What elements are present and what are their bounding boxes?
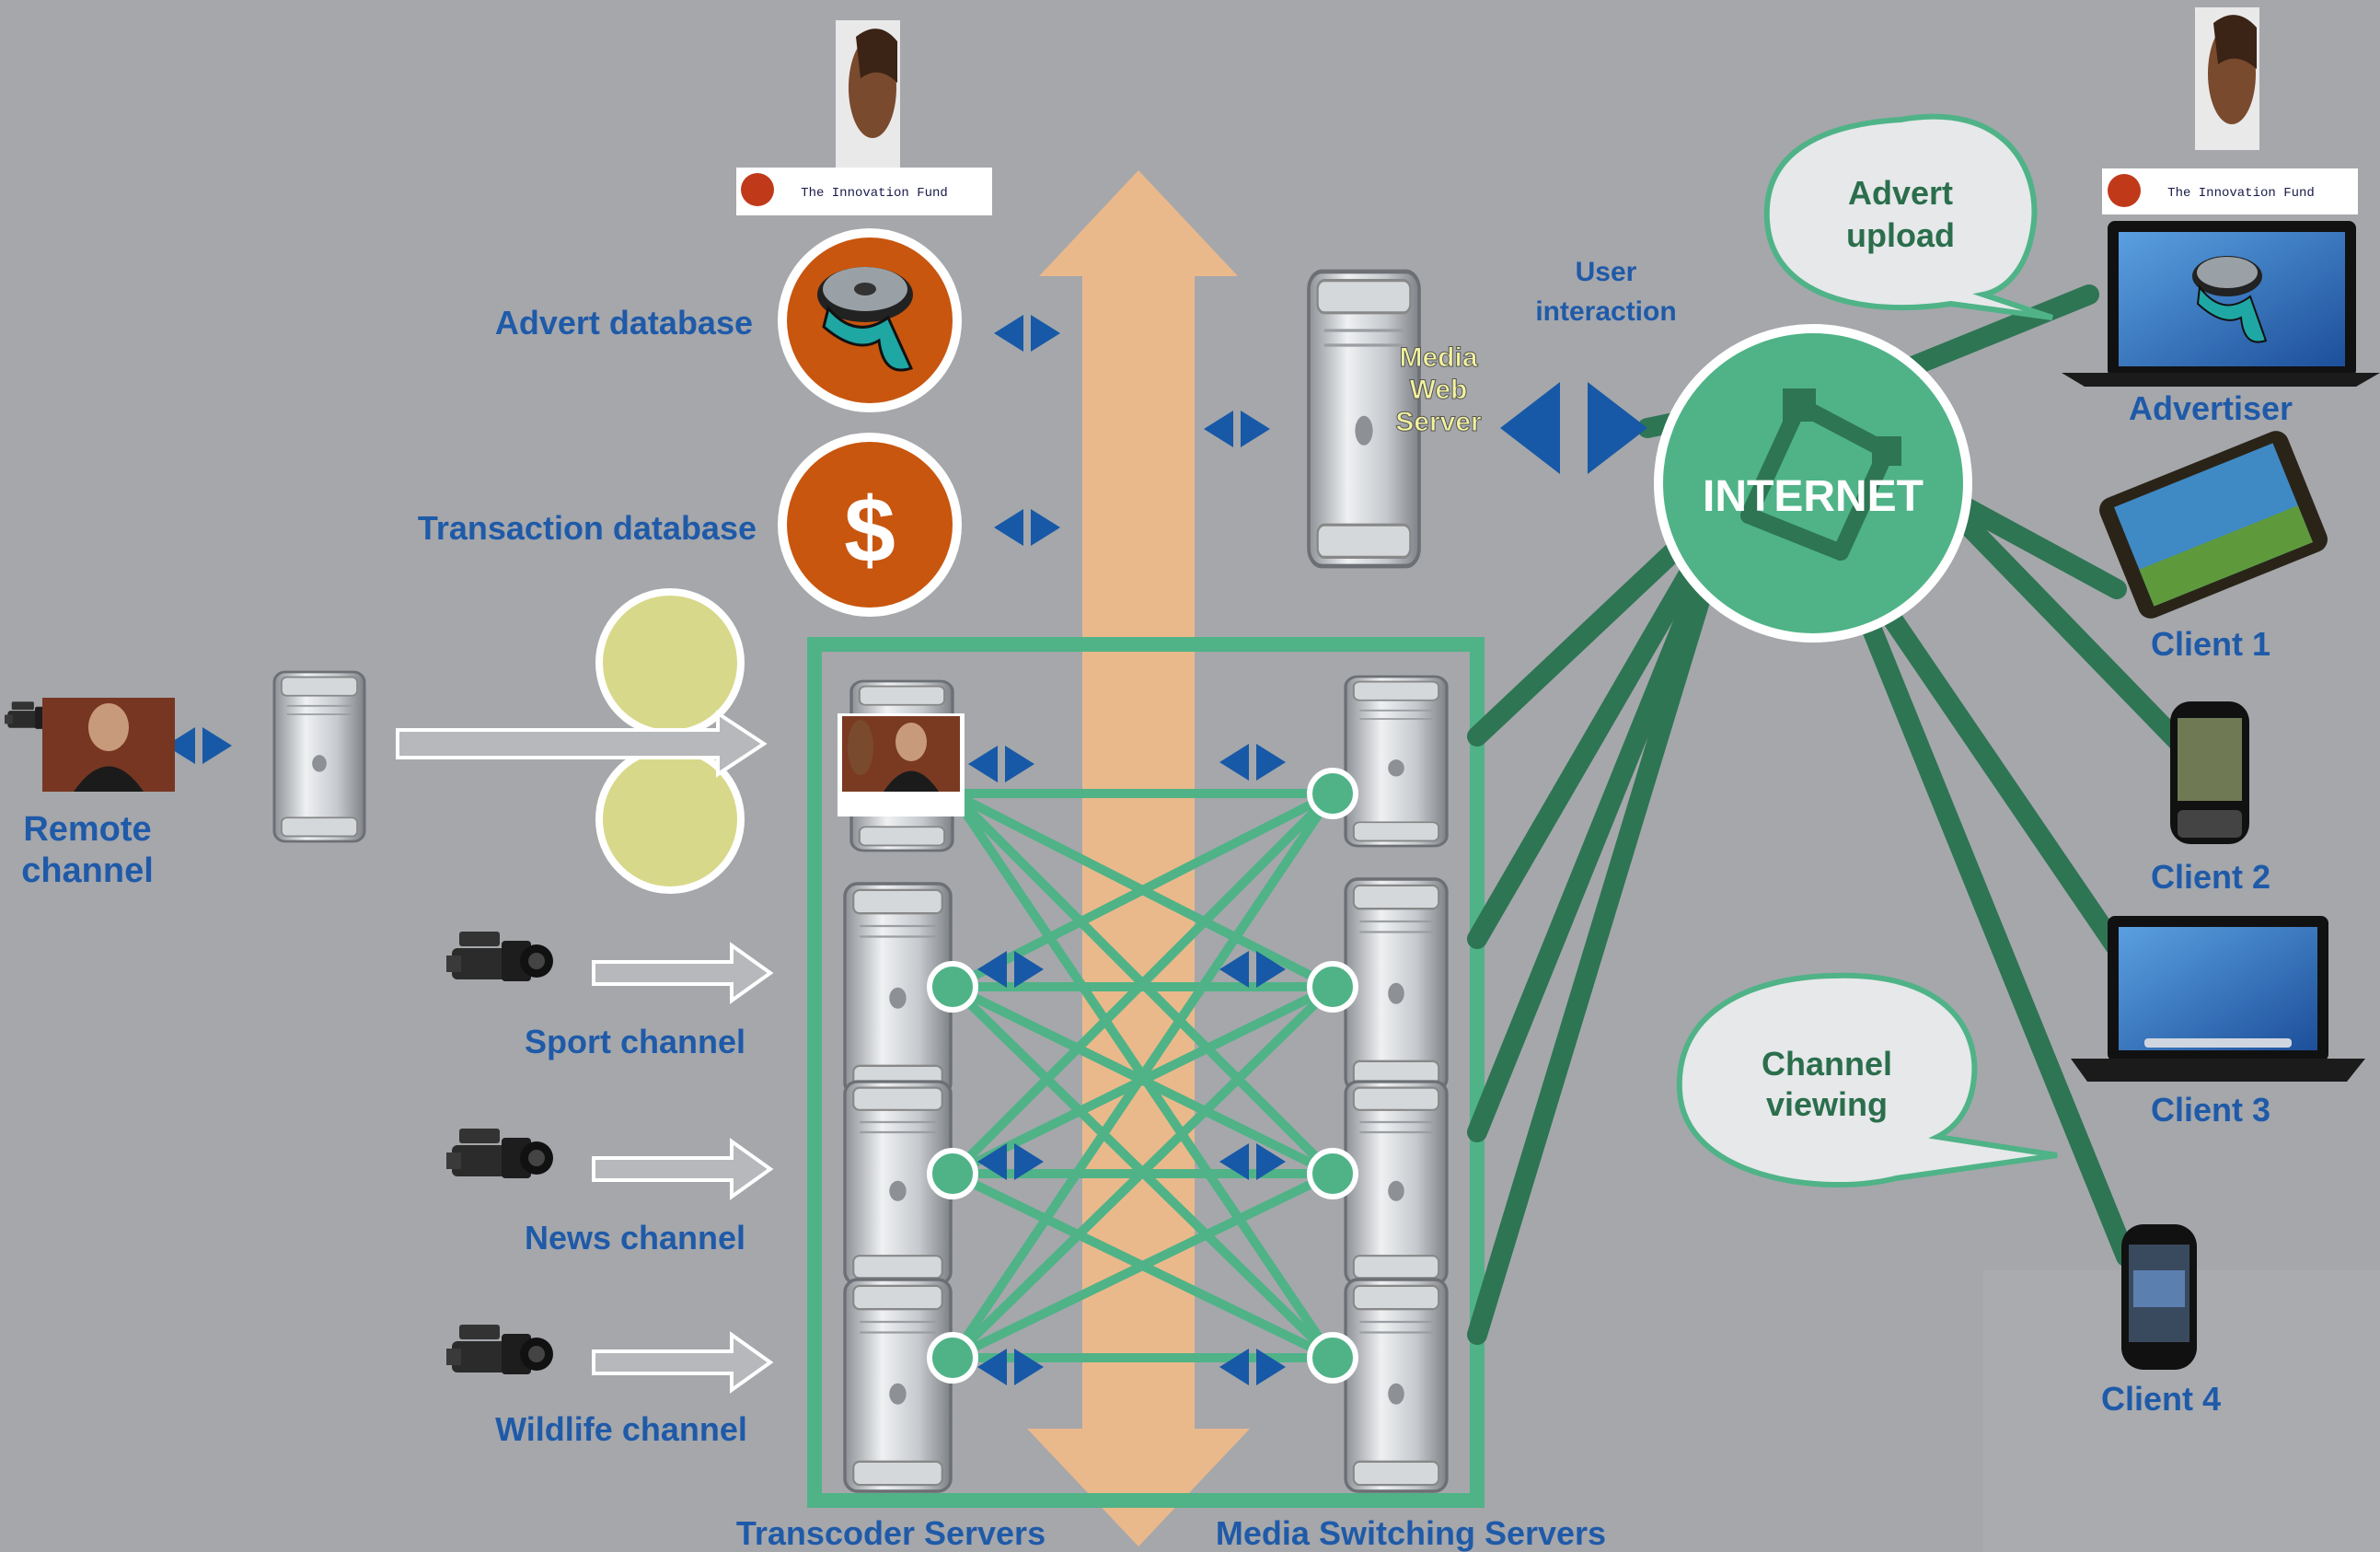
client-3-label: Client 3 (2151, 1091, 2270, 1129)
svg-text:The Innovation Fund: The Innovation Fund (801, 186, 948, 201)
svg-text:Web: Web (1410, 375, 1468, 405)
switching-server-3 (1344, 1080, 1449, 1286)
newsreader-thumbnail (42, 698, 175, 792)
server-cluster-frame (807, 637, 1485, 1508)
svg-text:channel: channel (21, 851, 154, 890)
remote-channel-label: Remote (23, 810, 151, 849)
media-web-server: Media Web Server (1309, 272, 1483, 566)
wildlife-channel-arrow (592, 1333, 772, 1392)
switching-server-2 (1344, 877, 1449, 1093)
advert-upload-bubble: Advert upload (1763, 113, 2053, 320)
client-1-label: Client 1 (2151, 625, 2270, 663)
transcoder-servers-label: Transcoder Servers (736, 1514, 1046, 1552)
film-reel-icon (817, 267, 914, 372)
news-channel-arrow (592, 1140, 772, 1199)
transcoder-feed-thumbnail (838, 713, 965, 817)
news-channel-label: News channel (525, 1219, 745, 1257)
media-switching-servers-label: Media Switching Servers (1216, 1514, 1606, 1552)
switching-server-4 (1344, 1278, 1449, 1493)
wildlife-channel-camera (446, 1325, 553, 1374)
svg-text:viewing: viewing (1766, 1085, 1888, 1123)
remote-server (272, 670, 366, 843)
client-1-tablet[interactable] (2096, 427, 2331, 622)
sport-channel-label: Sport channel (525, 1023, 745, 1060)
transaction-database: $ (778, 433, 962, 617)
sport-channel-arrow (592, 944, 772, 1002)
advertiser-label: Advertiser (2129, 389, 2293, 427)
remote-channel-arrow (396, 710, 768, 778)
news-channel-camera (446, 1129, 553, 1178)
mesh-nodes (927, 768, 1358, 1384)
client-2-label: Client 2 (2151, 858, 2270, 896)
svg-text:Server: Server (1395, 407, 1482, 437)
sport-channel-camera (446, 932, 553, 981)
client-2-phone[interactable] (2170, 701, 2249, 844)
transaction-database-label: Transaction database (418, 509, 757, 547)
svg-text:The Innovation Fund: The Innovation Fund (2167, 186, 2315, 201)
internet-cloud: INTERNET (1654, 324, 1972, 643)
user-interaction-label: User (1576, 257, 1637, 287)
user-interaction-arrow (1500, 382, 1647, 474)
client-3-laptop[interactable] (2071, 916, 2365, 1082)
internet-label: INTERNET (1703, 472, 1924, 521)
advertiser-laptop[interactable] (2062, 221, 2380, 387)
client-4-label: Client 4 (2101, 1380, 2221, 1418)
svg-text:upload: upload (1846, 216, 1955, 254)
advert-database-label: Advert database (495, 304, 753, 342)
svg-text:interaction: interaction (1535, 296, 1676, 327)
dollar-icon: $ (844, 479, 895, 582)
channel-viewing-bubble: Channel viewing (1676, 972, 2058, 1187)
orange-vertical-arrow (1027, 170, 1250, 1546)
switching-server-1 (1344, 675, 1449, 848)
advertiser-advert-thumbnail: The Innovation Fund (2102, 7, 2358, 214)
wildlife-channel-label: Wildlife channel (495, 1410, 747, 1448)
svg-text:Channel: Channel (1762, 1045, 1892, 1083)
transcoder-server-4 (843, 1278, 953, 1493)
svg-text:Media: Media (1399, 342, 1477, 373)
advert-database (778, 228, 962, 412)
client-4-phone[interactable] (2121, 1224, 2197, 1370)
svg-text:Advert: Advert (1848, 174, 1953, 212)
advert-thumbnail: The Innovation Fund (736, 20, 992, 215)
